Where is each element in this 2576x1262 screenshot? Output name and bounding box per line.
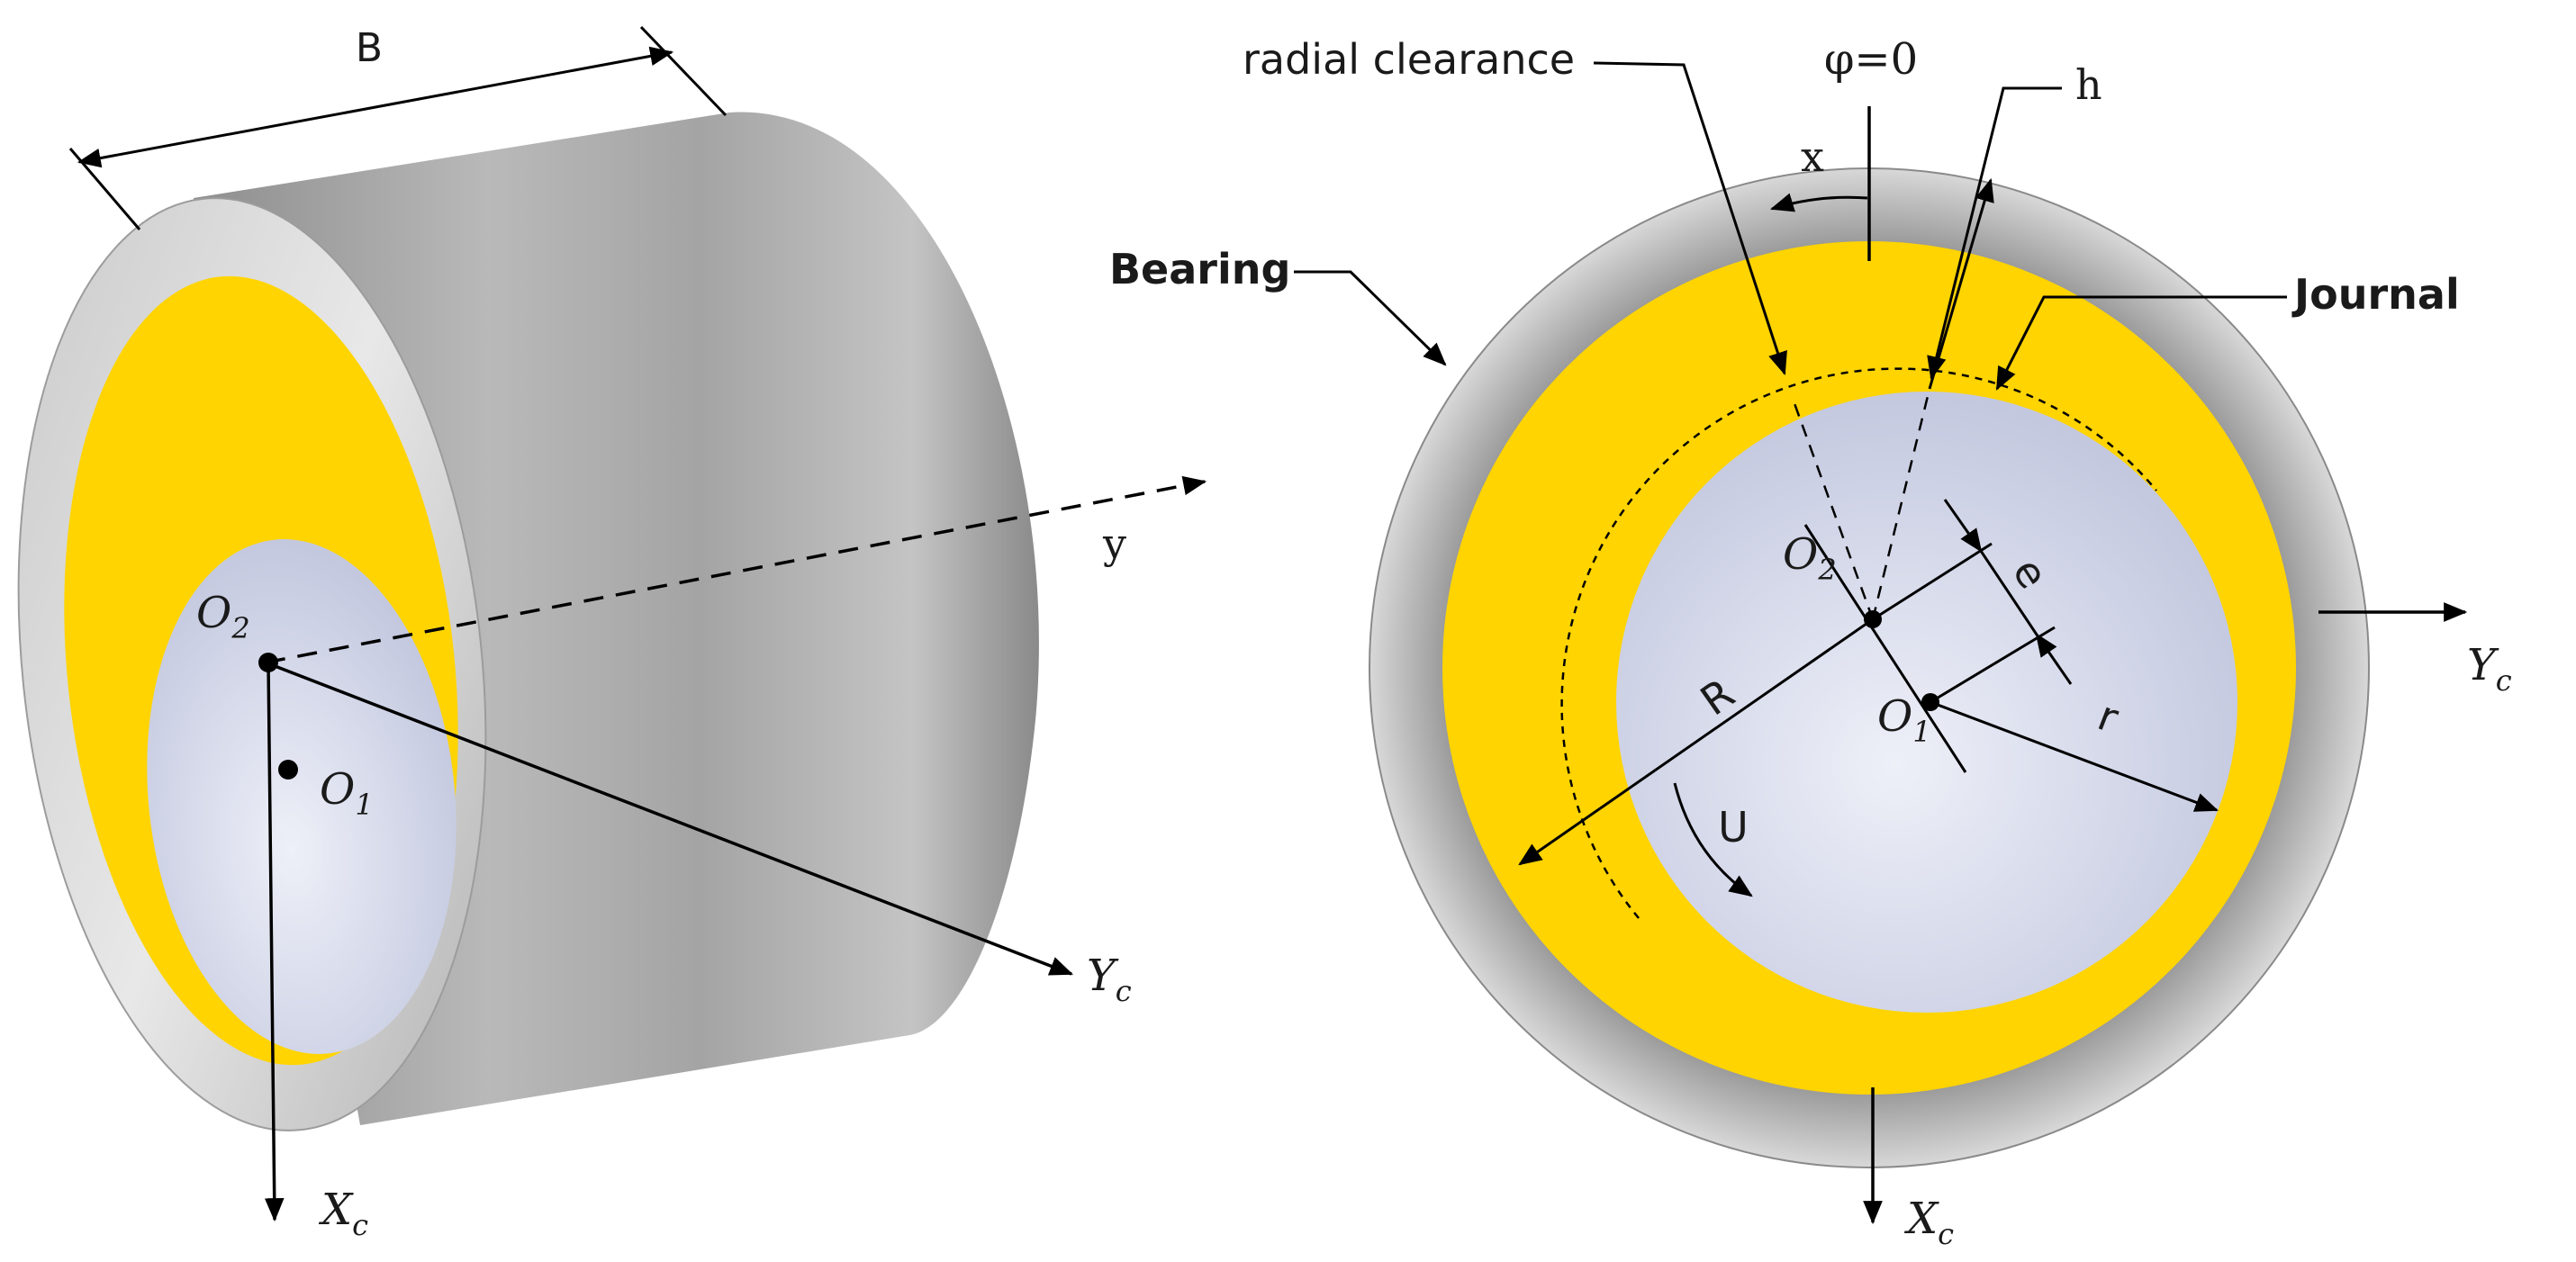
right-section-view: Yc Xc φ=0 x radial clearance h Bearing J… bbox=[1109, 34, 2512, 1251]
bearing-leader bbox=[1294, 270, 1447, 366]
y-axis bbox=[265, 475, 1207, 664]
e-arrow-1 bbox=[1943, 499, 1983, 553]
xc-label: Xc bbox=[318, 1185, 368, 1242]
u-rotation-arrow bbox=[1673, 782, 1753, 897]
u-label: U bbox=[1718, 803, 1749, 852]
x-label: x bbox=[1801, 132, 1824, 181]
e-dimension bbox=[1979, 550, 2038, 636]
h-leader bbox=[1927, 86, 2062, 381]
b-dimension-line bbox=[77, 46, 674, 168]
o2-label: O2 bbox=[196, 588, 250, 645]
line-of-centres bbox=[1803, 524, 1967, 773]
e-arrow-2 bbox=[2035, 633, 2073, 685]
h-dimension bbox=[1928, 177, 1994, 390]
b-label: B bbox=[356, 25, 383, 71]
o1-label: O1 bbox=[320, 764, 374, 822]
radial-ray-2 bbox=[1871, 388, 1931, 620]
yc-axis bbox=[265, 661, 1074, 976]
bearing-label: Bearing bbox=[1109, 245, 1290, 293]
o2-label-right: O2 bbox=[1783, 529, 1837, 587]
journal-face bbox=[147, 539, 456, 1054]
r-big-dimension bbox=[1518, 617, 1874, 866]
r-small-dimension bbox=[1930, 700, 2219, 812]
o1-label-right: O1 bbox=[1877, 691, 1931, 749]
radial-clearance-leader bbox=[1593, 61, 1787, 376]
o1-point-right bbox=[1921, 693, 1939, 711]
journal-leader bbox=[1995, 295, 2287, 391]
left-3d-view: B y Yc Xc O2 O1 bbox=[17, 25, 1207, 1242]
yc-label: Yc bbox=[1087, 951, 1132, 1008]
radial-ray-1 bbox=[1790, 395, 1875, 620]
yc-label-right: Yc bbox=[2467, 640, 2512, 698]
e-extension-2 bbox=[1930, 626, 2056, 704]
o2-point-right bbox=[1864, 610, 1882, 628]
journal-label: Journal bbox=[2291, 270, 2460, 319]
h-label: h bbox=[2075, 60, 2102, 109]
o2-point bbox=[258, 653, 278, 672]
e-extension-1 bbox=[1872, 542, 1993, 621]
phi-zero-label: φ=0 bbox=[1824, 34, 1918, 85]
radial-clearance-label: radial clearance bbox=[1243, 35, 1575, 84]
clearance-circle bbox=[1560, 367, 2157, 919]
o1-point bbox=[278, 760, 298, 780]
y-label: y bbox=[1102, 519, 1126, 568]
xc-axis bbox=[264, 662, 285, 1222]
b-extension-line-right bbox=[639, 25, 728, 117]
x-angle-arrow bbox=[1769, 193, 1868, 212]
xc-label-right: Xc bbox=[1903, 1194, 1954, 1251]
